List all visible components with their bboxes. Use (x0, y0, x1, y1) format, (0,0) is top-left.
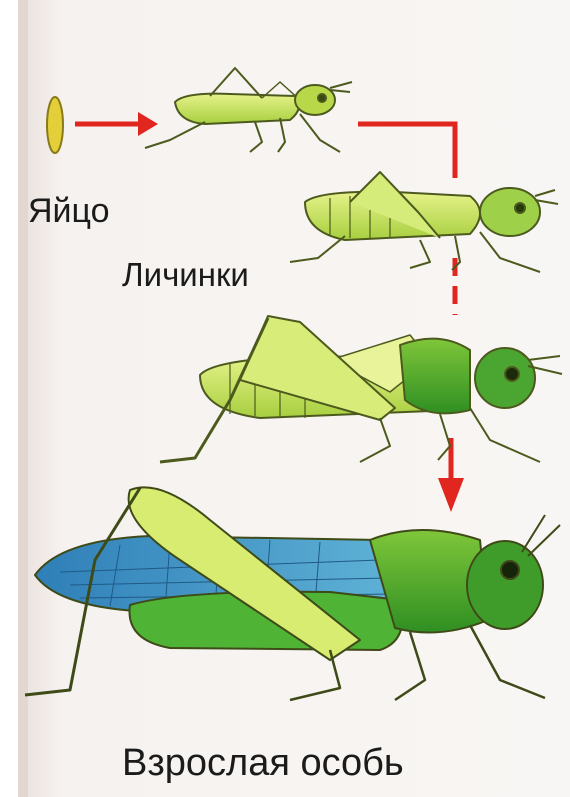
egg (47, 97, 63, 153)
label-adult: Взрослая особь (122, 742, 404, 785)
page-fold-shadow (18, 0, 28, 797)
label-egg: Яйцо (28, 192, 110, 231)
label-larvae: Личинки (122, 256, 249, 294)
